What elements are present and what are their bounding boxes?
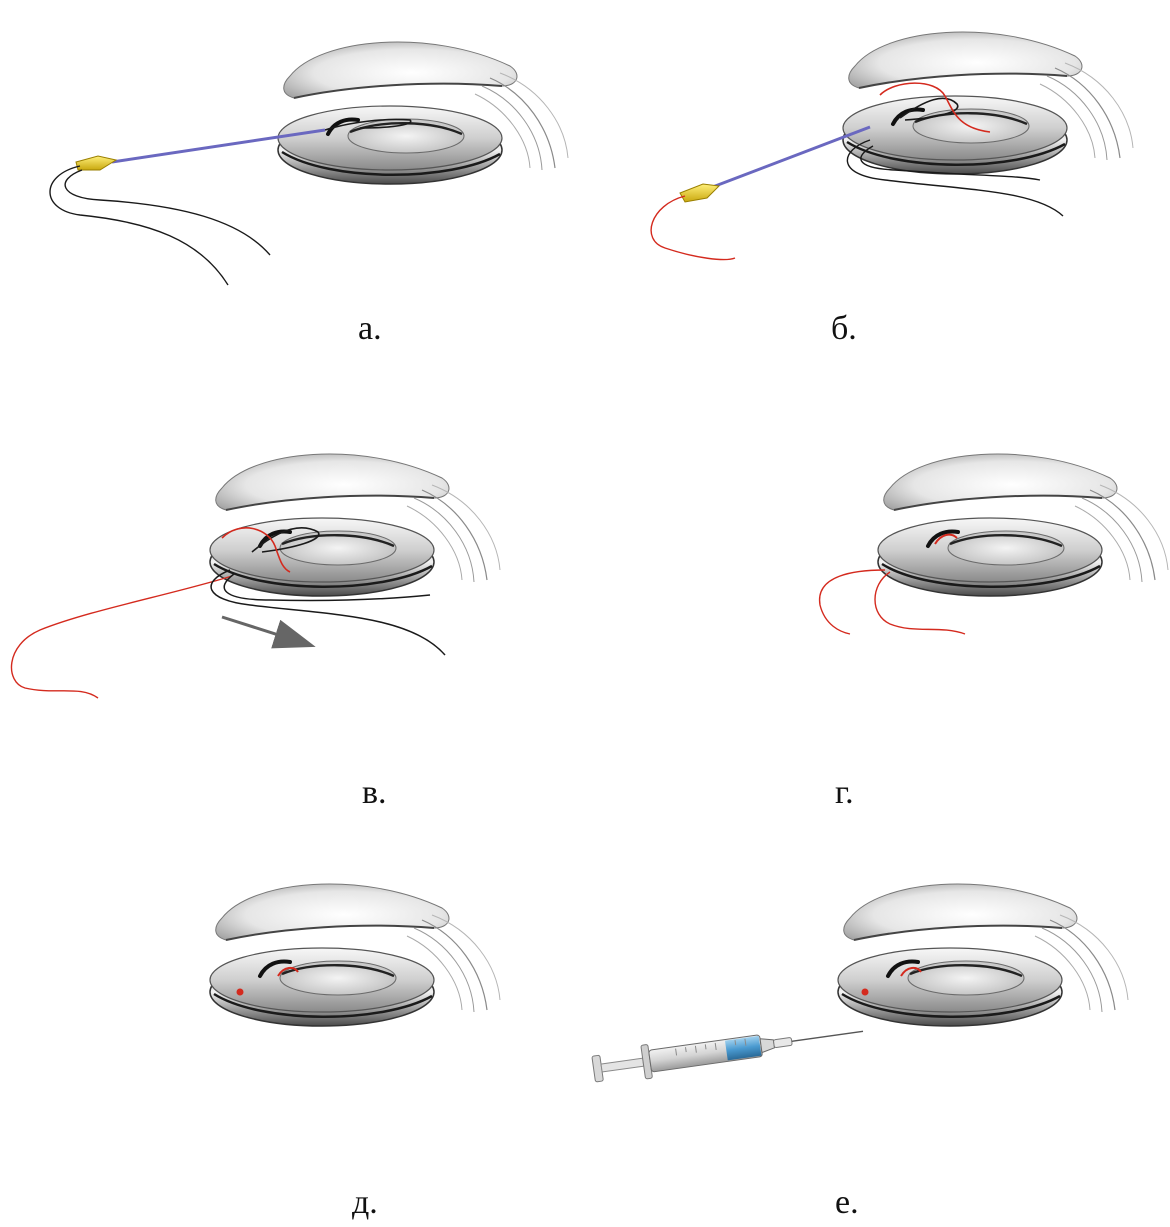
panel-b: б.	[585, 0, 1170, 380]
needle-shaft	[710, 127, 870, 188]
panel-g: г.	[585, 420, 1170, 820]
eye-ring-illustration	[278, 42, 568, 184]
caption-v: в.	[362, 776, 387, 810]
red-thread-tail	[11, 576, 232, 698]
caption-e: е.	[835, 1186, 859, 1220]
syringe-icon	[591, 1014, 865, 1086]
illustration-v	[0, 420, 585, 720]
black-thread-tail-2	[65, 170, 270, 255]
eye-ring-illustration	[210, 884, 500, 1026]
illustration-a	[0, 0, 585, 300]
illustration-d	[0, 860, 585, 1100]
red-thread-tail	[651, 196, 735, 260]
eye-ring-illustration	[843, 32, 1133, 174]
caption-a: а.	[358, 312, 382, 346]
needle-hub-icon	[76, 156, 116, 170]
caption-g: г.	[835, 776, 854, 810]
caption-b: б.	[831, 312, 857, 346]
illustration-g	[585, 420, 1170, 720]
red-knot-dot	[862, 989, 869, 996]
panel-e: е.	[585, 860, 1170, 1227]
illustration-b	[585, 0, 1170, 300]
panel-a: а.	[0, 0, 585, 380]
needle-hub-icon	[680, 184, 719, 202]
illustration-e	[585, 860, 1170, 1100]
eye-ring-illustration	[878, 454, 1168, 596]
black-thread-tail-1	[50, 166, 228, 285]
red-knot-dot	[237, 989, 244, 996]
panel-d: д.	[0, 860, 585, 1227]
caption-d: д.	[352, 1186, 378, 1220]
direction-arrow-icon	[222, 617, 310, 645]
eye-ring-illustration	[838, 884, 1128, 1026]
eye-ring-illustration	[210, 454, 500, 596]
panel-v: в.	[0, 420, 585, 820]
